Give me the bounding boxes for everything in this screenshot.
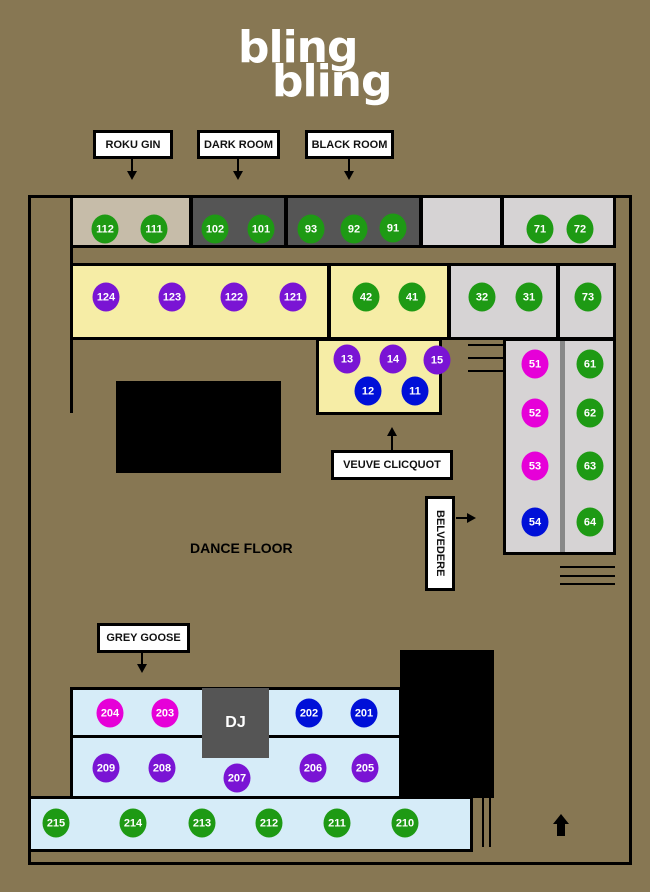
- table-213[interactable]: 213: [188, 808, 216, 838]
- table-201[interactable]: 201: [350, 698, 378, 728]
- arrow-line: [237, 159, 239, 173]
- table-72[interactable]: 72: [566, 214, 594, 244]
- table-212[interactable]: 212: [255, 808, 283, 838]
- zone-roku-gin: [70, 195, 192, 248]
- label-veuve-clicquot: VEUVE CLICQUOT: [331, 450, 453, 480]
- table-111[interactable]: 111: [140, 214, 168, 244]
- arrow-down-icon: [127, 171, 137, 180]
- column-divider: [560, 341, 565, 552]
- table-52[interactable]: 52: [521, 398, 549, 428]
- table-51[interactable]: 51: [521, 349, 549, 379]
- stair-line: [482, 797, 484, 847]
- table-11[interactable]: 11: [401, 376, 429, 406]
- table-123[interactable]: 123: [158, 282, 186, 312]
- table-71[interactable]: 71: [526, 214, 554, 244]
- stair-line: [468, 370, 505, 372]
- stair-line: [468, 344, 505, 346]
- table-91[interactable]: 91: [379, 213, 407, 243]
- zone-40s: [328, 263, 450, 340]
- table-205[interactable]: 205: [351, 753, 379, 783]
- dance-floor-label: DANCE FLOOR: [190, 540, 293, 556]
- arrow-up-icon: [387, 427, 397, 436]
- entrance-arrow-icon: [553, 814, 569, 824]
- stage-block: [116, 381, 281, 473]
- label-black-room: BLACK ROOM: [305, 130, 394, 159]
- table-63[interactable]: 63: [576, 451, 604, 481]
- table-73[interactable]: 73: [574, 282, 602, 312]
- table-41[interactable]: 41: [398, 282, 426, 312]
- table-209[interactable]: 209: [92, 753, 120, 783]
- zone-71-72: [501, 195, 616, 248]
- table-31[interactable]: 31: [515, 282, 543, 312]
- arrow-line: [348, 159, 350, 173]
- arrow-line: [391, 434, 393, 450]
- zone-grey-empty: [420, 195, 503, 248]
- table-53[interactable]: 53: [521, 451, 549, 481]
- arrow-line: [131, 159, 133, 173]
- zone-veuve-clicquot: [316, 338, 442, 415]
- table-207[interactable]: 207: [223, 763, 251, 793]
- zone-30s: [448, 263, 559, 340]
- table-208[interactable]: 208: [148, 753, 176, 783]
- label-grey-goose: GREY GOOSE: [97, 623, 190, 653]
- table-32[interactable]: 32: [468, 282, 496, 312]
- logo-line-1: bling: [238, 22, 358, 73]
- table-14[interactable]: 14: [379, 344, 407, 374]
- stair-line: [560, 583, 615, 585]
- label-belvedere: BELVEDERE: [425, 496, 455, 591]
- table-15[interactable]: 15: [423, 345, 451, 375]
- logo-line-2: bling: [272, 56, 392, 107]
- table-214[interactable]: 214: [119, 808, 147, 838]
- table-215[interactable]: 215: [42, 808, 70, 838]
- table-112[interactable]: 112: [91, 214, 119, 244]
- table-93[interactable]: 93: [297, 214, 325, 244]
- arrow-down-icon: [233, 171, 243, 180]
- table-203[interactable]: 203: [151, 698, 179, 728]
- table-101[interactable]: 101: [247, 214, 275, 244]
- table-62[interactable]: 62: [576, 398, 604, 428]
- table-210[interactable]: 210: [391, 808, 419, 838]
- table-202[interactable]: 202: [295, 698, 323, 728]
- table-61[interactable]: 61: [576, 349, 604, 379]
- arrow-right-icon: [467, 513, 476, 523]
- stair-line: [468, 357, 505, 359]
- table-92[interactable]: 92: [340, 214, 368, 244]
- table-122[interactable]: 122: [220, 282, 248, 312]
- table-206[interactable]: 206: [299, 753, 327, 783]
- stair-line: [560, 566, 615, 568]
- label-roku-gin: ROKU GIN: [93, 130, 173, 159]
- arrow-line: [141, 653, 143, 665]
- table-64[interactable]: 64: [576, 507, 604, 537]
- stair-line: [489, 797, 491, 847]
- arrow-down-icon: [344, 171, 354, 180]
- entrance-arrow-stem: [557, 823, 565, 836]
- table-102[interactable]: 102: [201, 214, 229, 244]
- stair-line: [560, 575, 615, 577]
- table-204[interactable]: 204: [96, 698, 124, 728]
- table-211[interactable]: 211: [323, 808, 351, 838]
- arrow-line: [456, 517, 468, 519]
- table-42[interactable]: 42: [352, 282, 380, 312]
- table-124[interactable]: 124: [92, 282, 120, 312]
- label-dark-room: DARK ROOM: [197, 130, 280, 159]
- dj-booth: DJ: [202, 688, 269, 758]
- bar-block: [400, 650, 494, 798]
- arrow-down-icon: [137, 664, 147, 673]
- table-54[interactable]: 54: [521, 507, 549, 537]
- table-13[interactable]: 13: [333, 344, 361, 374]
- table-121[interactable]: 121: [279, 282, 307, 312]
- table-12[interactable]: 12: [354, 376, 382, 406]
